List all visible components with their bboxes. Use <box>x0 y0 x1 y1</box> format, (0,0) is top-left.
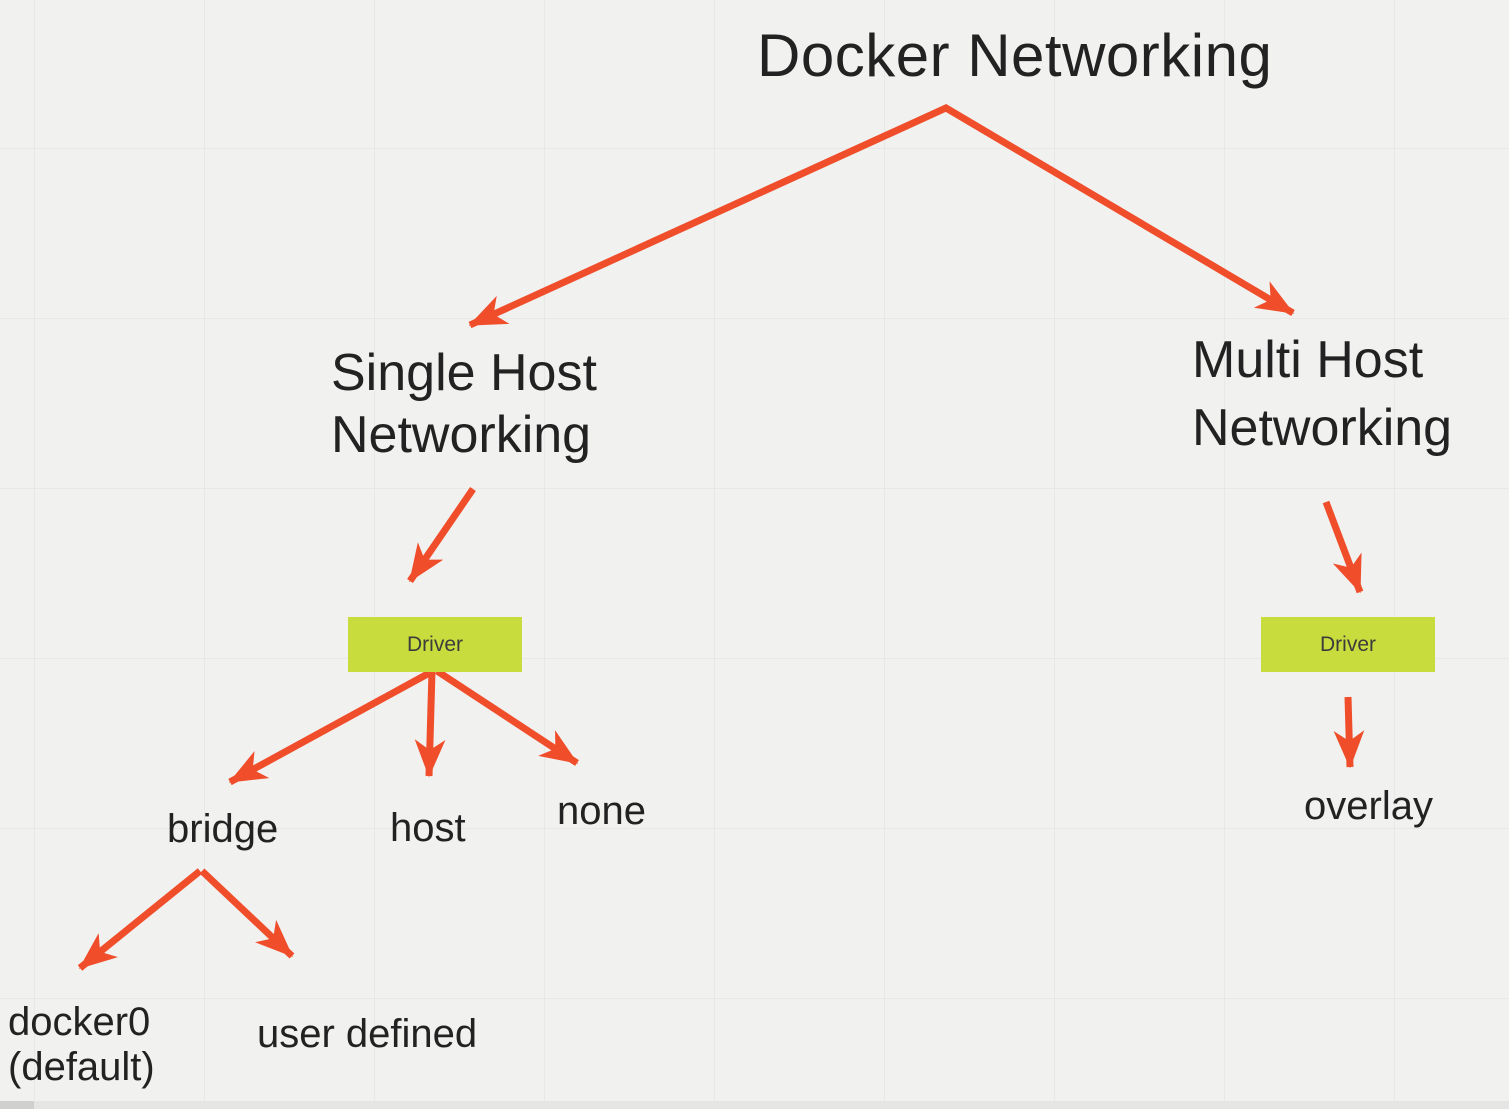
node-driver-left: Driver <box>348 617 522 672</box>
docker0-line2: (default) <box>8 1045 155 1089</box>
driver-left-label: Driver <box>407 632 463 656</box>
node-docker-networking: Docker Networking <box>757 22 1273 89</box>
node-driver-right: Driver <box>1261 617 1435 672</box>
docker0-line1: docker0 <box>8 1000 151 1044</box>
arrow-driver-to-overlay <box>1333 696 1365 769</box>
node-bridge: bridge <box>167 807 279 851</box>
node-overlay: overlay <box>1304 784 1433 828</box>
arrow-multi-host-to-driver <box>1322 500 1364 594</box>
single-host-line1: Single Host <box>331 344 597 402</box>
multi-host-line1: Multi Host <box>1192 331 1424 389</box>
node-user-defined: user defined <box>257 1012 478 1056</box>
arrow-root-to-single-and-multi <box>468 104 1295 329</box>
node-docker0-default: docker0(default) <box>8 1000 155 1090</box>
single-host-line2: Networking <box>331 406 592 464</box>
arrow-single-host-to-driver <box>407 487 476 583</box>
arrow-bridge-to-docker0 <box>77 868 203 971</box>
arrow-bridge-to-user-defined <box>199 868 295 959</box>
node-none: none <box>557 789 646 833</box>
arrow-driver-to-bridge <box>228 667 435 786</box>
driver-right-label: Driver <box>1320 632 1376 656</box>
arrow-driver-to-host <box>414 670 446 778</box>
node-host: host <box>390 806 466 850</box>
multi-host-line2: Networking <box>1192 399 1453 457</box>
bottom-edge-strip <box>0 1101 1509 1109</box>
arrow-driver-to-none <box>435 668 579 766</box>
bottom-left-edge-corner <box>0 1101 34 1109</box>
